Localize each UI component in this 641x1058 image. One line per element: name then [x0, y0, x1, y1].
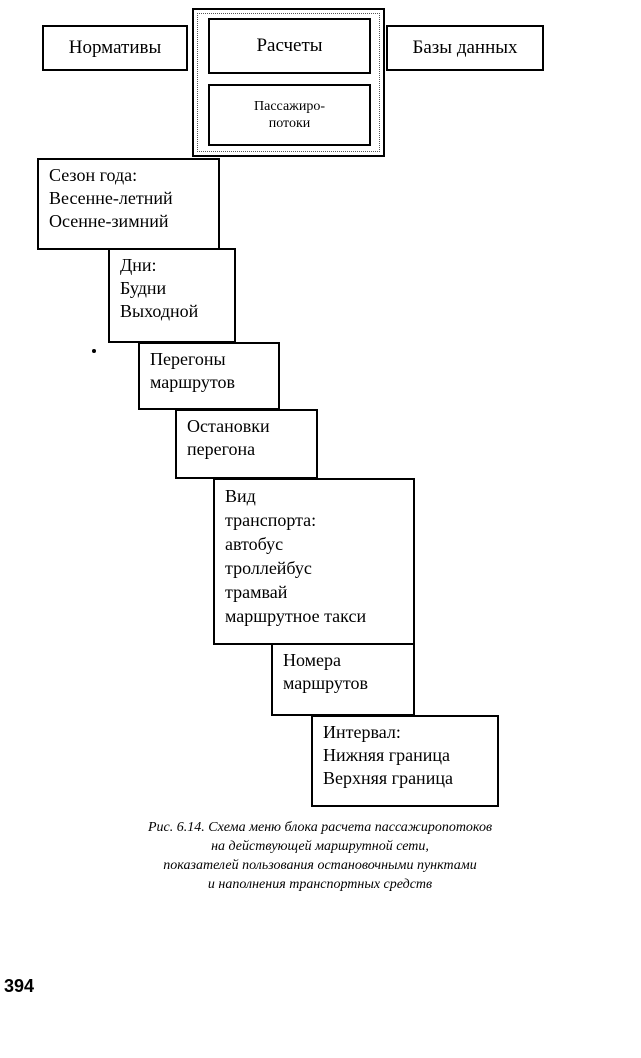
route-numbers-box[interactable]: Номера маршрутов: [271, 643, 415, 716]
days-title: Дни:: [120, 255, 157, 275]
normativy-button[interactable]: Нормативы: [42, 25, 188, 71]
raschety-button[interactable]: Расчеты: [208, 18, 371, 74]
transport-option-minibus: маршрутное такси: [225, 606, 367, 626]
interval-upper-bound: Верхняя граница: [323, 768, 453, 788]
segment-stops-line-1: Остановки: [187, 416, 270, 436]
segment-stops-line-2: перегона: [187, 439, 256, 459]
transport-option-tram: трамвай: [225, 582, 288, 602]
figure-caption: Рис. 6.14. Схема меню блока расчета пасс…: [60, 818, 580, 894]
days-box[interactable]: Дни: Будни Выходной: [108, 248, 236, 343]
normativy-label: Нормативы: [68, 37, 162, 58]
segment-stops-box[interactable]: Остановки перегона: [175, 409, 318, 479]
passenger-flows-label-line-2: потоки: [268, 116, 311, 131]
caption-line-1: Рис. 6.14. Схема меню блока расчета пасс…: [147, 820, 493, 835]
interval-lower-bound: Нижняя граница: [323, 745, 451, 765]
season-title: Сезон года:: [49, 165, 138, 185]
databases-label: Базы данных: [412, 37, 518, 58]
passenger-flows-button[interactable]: Пассажиро- потоки: [208, 84, 371, 146]
season-option-spring-summer: Весенне-летний: [49, 188, 173, 208]
caption-line-2: на действующей маршрутной сети,: [211, 839, 429, 854]
page-number: 394: [4, 976, 35, 996]
route-numbers-line-1: Номера: [283, 650, 342, 670]
transport-option-trolleybus: троллейбус: [225, 558, 312, 578]
passenger-flows-label-line-1: Пассажиро-: [254, 99, 325, 114]
route-segments-line-1: Перегоны: [150, 349, 226, 369]
season-box[interactable]: Сезон года: Весенне-летний Осенне-зимний: [37, 158, 220, 250]
route-numbers-line-2: маршрутов: [283, 673, 369, 693]
interval-title: Интервал:: [323, 722, 401, 742]
season-option-autumn-winter: Осенне-зимний: [49, 211, 169, 231]
transport-type-title-2: транспорта:: [225, 510, 317, 530]
route-segments-line-2: маршрутов: [150, 372, 236, 392]
print-speck: [92, 349, 96, 353]
transport-type-title-1: Вид: [225, 486, 256, 506]
databases-button[interactable]: Базы данных: [386, 25, 544, 71]
transport-option-bus: автобус: [225, 534, 284, 554]
days-option-weekend: Выходной: [120, 301, 199, 321]
caption-line-3: показателей пользования остановочными пу…: [163, 858, 477, 873]
raschety-label: Расчеты: [256, 35, 323, 56]
days-option-weekdays: Будни: [120, 278, 167, 298]
route-segments-box[interactable]: Перегоны маршрутов: [138, 342, 280, 410]
calculations-panel: Расчеты Пассажиро- потоки: [192, 8, 385, 157]
caption-line-4: и наполнения транспортных средств: [207, 877, 433, 892]
interval-box[interactable]: Интервал: Нижняя граница Верхняя граница: [311, 715, 499, 807]
transport-type-box[interactable]: Вид транспорта: автобус троллейбус трамв…: [213, 478, 415, 645]
